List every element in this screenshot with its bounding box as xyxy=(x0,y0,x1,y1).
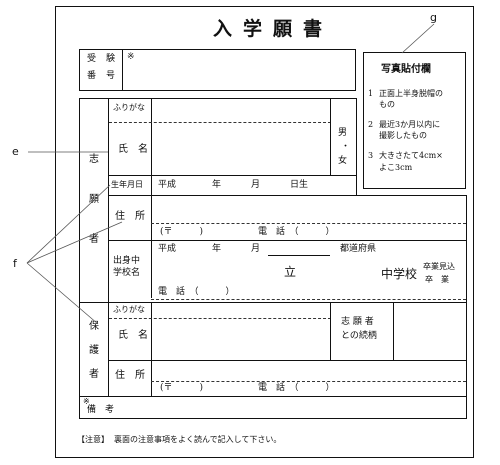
graduated[interactable]: 卒 業 xyxy=(425,275,449,284)
exam-label-1: 受 xyxy=(87,54,97,64)
gender-male[interactable]: 男 xyxy=(338,128,348,138)
callout-g: g xyxy=(430,11,437,24)
callout-f-line-2 xyxy=(26,221,123,264)
callout-f-line-1 xyxy=(26,184,111,264)
guardian-furigana-label: ふりがな xyxy=(113,305,145,314)
applicant-furigana-label: ふりがな xyxy=(113,103,145,112)
guardian-label-3: 者 xyxy=(89,369,99,380)
jhs-label: 中学校 xyxy=(381,267,418,281)
exam-label-2: 験 xyxy=(106,54,116,64)
birth-month: 月 xyxy=(251,180,261,190)
photo-item-3-num: 3 xyxy=(368,151,374,160)
note-label: 【注意】 xyxy=(77,435,109,444)
applicant-label-3: 者 xyxy=(89,234,99,245)
birth-era: 平成 xyxy=(158,180,177,190)
school-label-2: 学校名 xyxy=(113,268,141,278)
school-phone[interactable]: 電 話 （ ） xyxy=(158,287,235,297)
guardian-relation-line1: 志 願 者 xyxy=(341,317,374,327)
applicant-phone[interactable]: 電 話 （ ） xyxy=(258,227,335,237)
guardian-relation-line2: との続柄 xyxy=(341,331,377,341)
grad-expected[interactable]: 卒業見込 xyxy=(423,262,455,271)
prefecture-label: 都道府県 xyxy=(340,244,377,254)
exam-label-3: 番 xyxy=(87,71,97,81)
applicant-name-label: 氏 名 xyxy=(118,144,148,155)
photo-item-2-line2: 撮影したもの xyxy=(379,131,427,140)
note-text: 裏面の注意事項をよく読んで記入して下さい。 xyxy=(114,435,282,444)
guardian-phone[interactable]: 電 話 （ ） xyxy=(258,383,335,393)
photo-item-1-line1: 正面上半身脱帽の xyxy=(379,89,443,98)
guardian-name-label: 氏 名 xyxy=(118,330,148,341)
form-title: 入学願書 xyxy=(213,18,334,40)
applicant-address-label: 住 所 xyxy=(115,211,145,222)
photo-item-1-num: 1 xyxy=(368,89,374,98)
school-year: 年 xyxy=(212,244,222,254)
photo-item-1-line2: もの xyxy=(379,100,395,109)
school-label-1: 出身中 xyxy=(113,256,141,266)
exam-mark: ※ xyxy=(127,52,135,62)
applicant-label-1: 志 xyxy=(89,154,99,165)
school-month: 月 xyxy=(251,244,261,254)
photo-item-2-num: 2 xyxy=(368,120,374,129)
callout-g-line xyxy=(401,23,435,54)
guardian-address-label: 住 所 xyxy=(115,370,145,381)
applicant-postal: (〒 ) xyxy=(160,227,204,237)
birth-year: 年 xyxy=(212,180,222,190)
callout-f-line-3 xyxy=(26,262,99,325)
guardian-postal: (〒 ) xyxy=(160,383,204,393)
photo-item-3-line1: 大きさたて4cm× xyxy=(379,151,443,160)
ritsu-label: 立 xyxy=(284,265,297,279)
gender-dot: ・ xyxy=(341,142,351,152)
photo-item-3-line2: よこ3cm xyxy=(379,163,413,172)
guardian-label-2: 護 xyxy=(89,345,99,356)
gender-female[interactable]: 女 xyxy=(338,156,348,166)
photo-item-2-line1: 最近3か月以内に xyxy=(379,120,441,129)
exam-number-box[interactable] xyxy=(79,49,356,91)
photo-title: 写真貼付欄 xyxy=(381,64,431,75)
birth-label: 生年月日 xyxy=(111,180,143,189)
applicant-frame xyxy=(79,98,80,418)
remarks-label: 備 考 xyxy=(87,405,115,415)
callout-f: f xyxy=(13,257,17,270)
school-era: 平成 xyxy=(158,244,177,254)
remarks-mark: ※ xyxy=(83,397,90,406)
form-frame xyxy=(55,6,474,458)
callout-e: e xyxy=(12,145,19,158)
guardian-label-1: 保 xyxy=(89,321,99,332)
photo-box xyxy=(363,52,466,189)
birth-day: 日生 xyxy=(290,180,309,190)
exam-label-4: 号 xyxy=(106,71,116,81)
